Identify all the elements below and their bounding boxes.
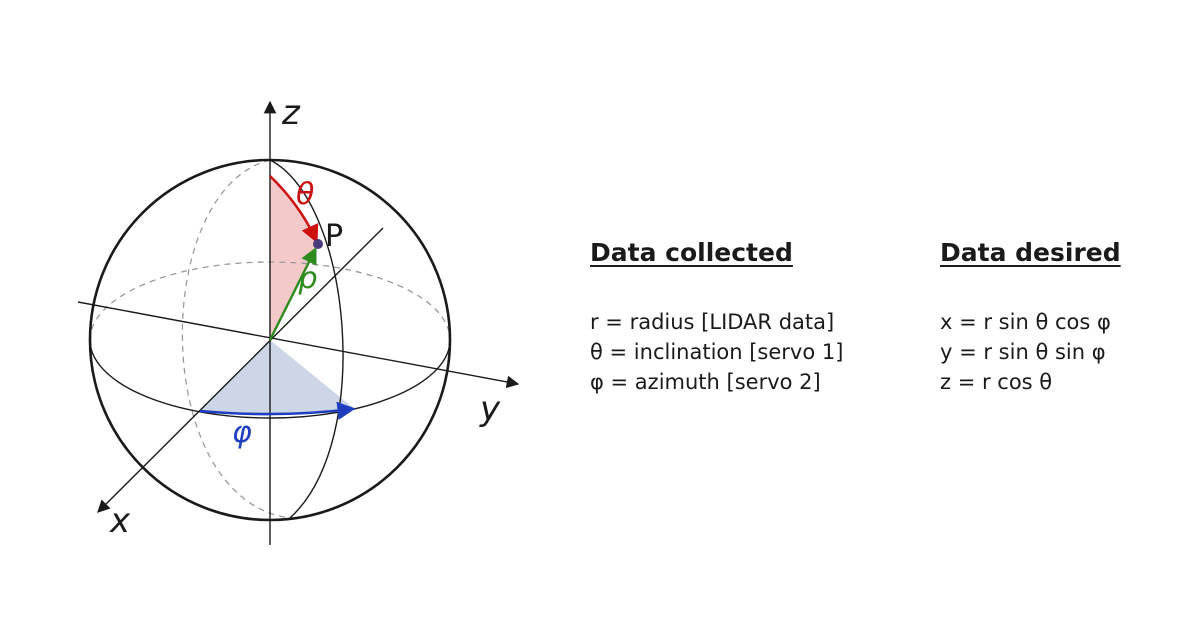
phi-label: φ <box>232 415 252 450</box>
data-desired-panel: Data desired x = r sin θ cos φ y = r sin… <box>940 238 1121 397</box>
x-axis-label: x <box>109 501 131 541</box>
desired-z-formula: z = r cos θ <box>940 370 1053 394</box>
theta-arc <box>269 175 319 244</box>
desired-x-formula: x = r sin θ cos φ <box>940 310 1111 334</box>
data-collected-panel: Data collected r = radius [LIDAR data] θ… <box>590 238 843 397</box>
y-axis-label: y <box>479 389 501 429</box>
spherical-coordinates-diagram: z y x P θ ρ φ <box>77 93 520 545</box>
point-p-label: P <box>325 219 343 254</box>
data-desired-heading: Data desired <box>940 238 1121 267</box>
collected-radius-line: r = radius [LIDAR data] <box>590 310 835 334</box>
point-p-marker <box>313 239 323 249</box>
collected-inclination-line: θ = inclination [servo 1] <box>590 340 844 364</box>
phi-sector-fill <box>200 340 356 415</box>
theta-label: θ <box>296 177 314 212</box>
collected-azimuth-line: φ = azimuth [servo 2] <box>590 370 821 394</box>
data-collected-heading: Data collected <box>590 238 793 267</box>
theta-sector-fill <box>270 176 318 340</box>
desired-y-formula: y = r sin θ sin φ <box>940 340 1106 364</box>
phi-arc <box>199 401 356 420</box>
rho-vector <box>268 246 317 341</box>
meridian-through-p <box>269 159 344 519</box>
y-axis <box>77 301 520 389</box>
rho-label: ρ <box>298 261 317 296</box>
x-axis <box>97 227 384 513</box>
z-axis-label: z <box>281 93 301 133</box>
